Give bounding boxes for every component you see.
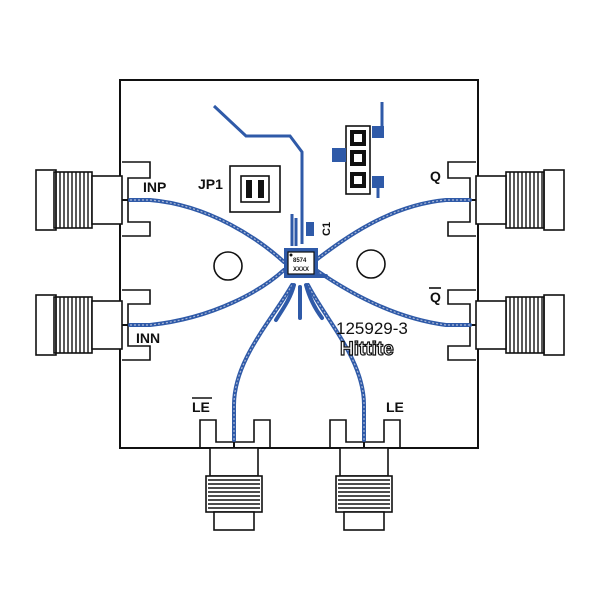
label-qbar: Q — [430, 289, 441, 305]
board-part-number: 125929-3 — [336, 319, 408, 338]
label-c1: C1 — [321, 222, 333, 236]
mounting-hole-right — [356, 249, 386, 279]
sma-connector-lebar — [199, 419, 271, 531]
board-brand: Hittite — [340, 339, 394, 360]
sma-connector-inn — [35, 289, 151, 361]
chip-marking-bottom: XXXX — [293, 267, 309, 273]
rf-traces — [128, 102, 472, 442]
label-jp1: JP1 — [198, 176, 223, 192]
label-le: LE — [386, 399, 404, 415]
header-connector — [332, 125, 384, 195]
chip-hmc — [284, 248, 318, 278]
chip-marking-top: 8574 — [293, 258, 307, 264]
jumper-jp1 — [229, 165, 281, 213]
label-inp: INP — [143, 179, 166, 195]
sma-connector-q — [447, 161, 565, 237]
label-inn: INN — [136, 330, 160, 346]
sma-connector-inp — [35, 161, 151, 237]
mounting-hole-left — [213, 251, 243, 281]
sma-connector-le — [329, 419, 401, 531]
sma-connector-qbar — [447, 289, 565, 361]
label-lebar: LE — [192, 399, 210, 415]
label-q: Q — [430, 168, 441, 184]
capacitor-c1 — [306, 222, 314, 236]
